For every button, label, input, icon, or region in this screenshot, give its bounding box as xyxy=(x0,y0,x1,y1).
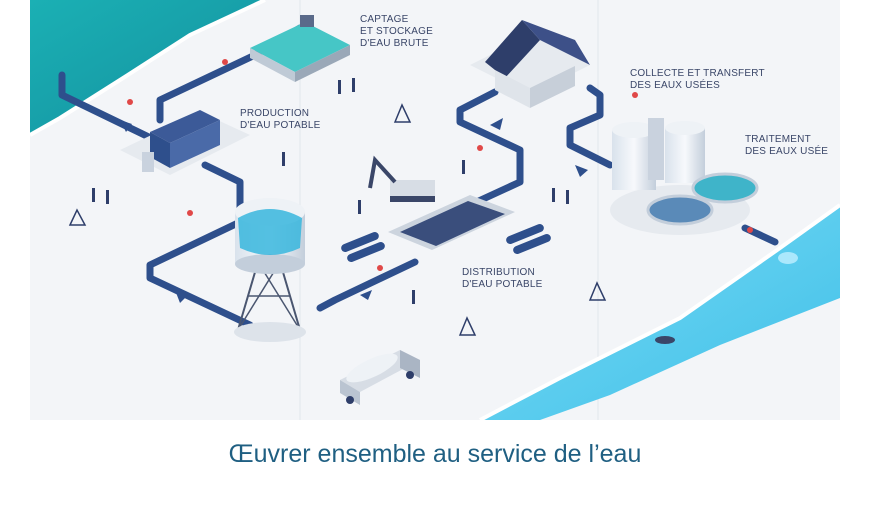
tanker-truck xyxy=(340,350,420,405)
road-barrier xyxy=(458,316,477,336)
water-tower xyxy=(234,198,306,342)
house xyxy=(470,20,590,108)
worker xyxy=(92,188,95,202)
worker xyxy=(412,290,415,304)
worker xyxy=(338,80,341,94)
valve xyxy=(747,227,753,233)
worker xyxy=(462,160,465,174)
outfall-splash xyxy=(778,252,798,264)
label-traitement: TRAITEMENT DES EAUX USÉE xyxy=(745,134,829,157)
raw-water-storage xyxy=(250,15,350,82)
worker xyxy=(358,200,361,214)
flow-arrow xyxy=(120,120,132,132)
trench xyxy=(341,195,551,262)
label-captage: CAPTAGE ET STOCKAGE D'EAU BRUTE xyxy=(360,14,433,49)
production-plant xyxy=(120,110,250,175)
excavator xyxy=(368,155,435,202)
flow-arrow xyxy=(490,118,503,130)
worker xyxy=(566,190,569,204)
valve xyxy=(187,210,193,216)
boat xyxy=(655,336,675,344)
sea xyxy=(29,0,266,137)
worker xyxy=(352,78,355,92)
valve xyxy=(632,92,638,98)
label-distribution: DISTRIBUTION D'EAU POTABLE xyxy=(462,267,543,290)
valve xyxy=(127,99,133,105)
river xyxy=(479,203,842,420)
treatment-plant xyxy=(610,118,759,235)
flow-arrow xyxy=(575,165,588,177)
worker xyxy=(106,190,109,204)
worker xyxy=(552,188,555,202)
flow-arrow xyxy=(360,290,372,300)
valve xyxy=(377,265,383,271)
caption: Œuvrer ensemble au service de l’eau xyxy=(228,440,642,468)
valve xyxy=(477,145,483,151)
flow-arrow xyxy=(175,290,188,303)
worker xyxy=(282,152,285,166)
label-collecte: COLLECTE ET TRANSFERT DES EAUX USÉES xyxy=(630,68,765,91)
label-production: PRODUCTION D'EAU POTABLE xyxy=(240,108,321,131)
road-barrier xyxy=(393,103,412,123)
valve xyxy=(222,59,228,65)
water-cycle-illustration xyxy=(29,0,842,420)
road-barrier xyxy=(588,281,607,301)
road-barrier xyxy=(68,208,87,226)
